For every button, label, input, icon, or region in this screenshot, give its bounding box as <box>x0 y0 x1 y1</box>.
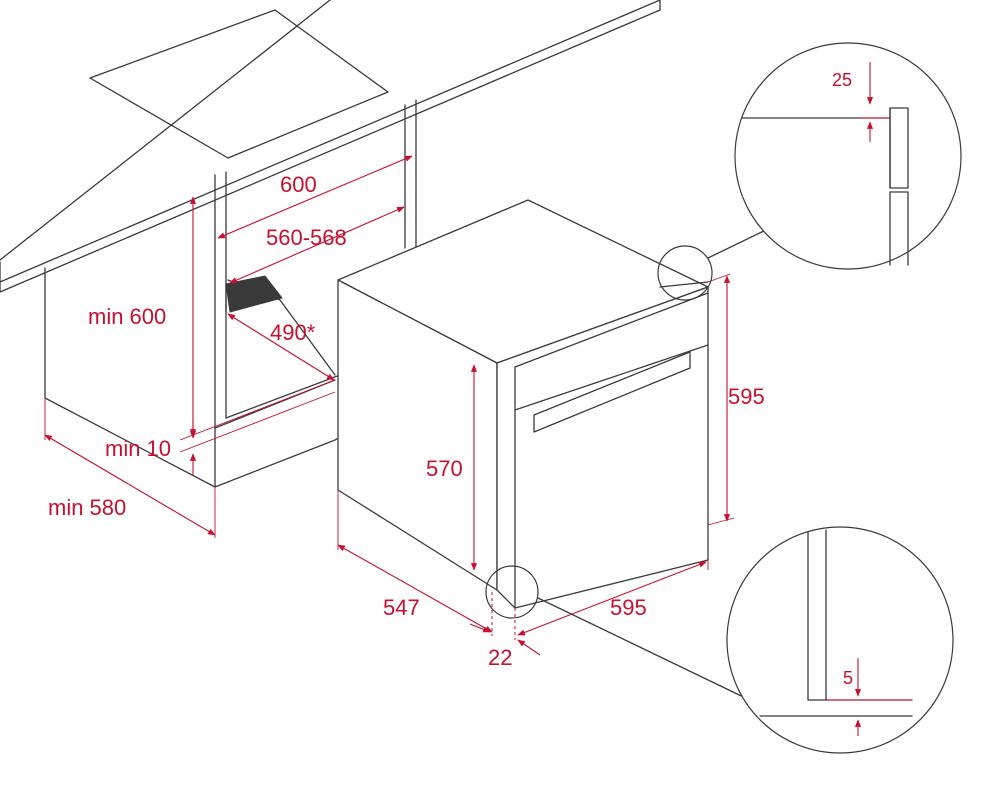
label-min-600: min 600 <box>88 304 166 329</box>
top-detail: 25 <box>734 42 962 270</box>
oven <box>337 199 709 609</box>
countertop <box>0 0 661 293</box>
dim-oven-height: 595 <box>707 273 765 526</box>
dim-niche-depth: 490* <box>227 313 335 381</box>
dim-niche-height: min 600 <box>88 196 197 437</box>
label-595-width: 595 <box>610 595 647 620</box>
dim-oven-niche-height: 570 <box>426 364 478 571</box>
label-25: 25 <box>832 70 852 90</box>
dim-oven-depth: 547 <box>337 490 493 633</box>
dim-cabinet-depth: min 580 <box>44 398 216 538</box>
dim-oven-width: 595 <box>517 560 709 636</box>
dim-niche-width: 560-568 <box>229 206 405 284</box>
label-570: 570 <box>426 456 463 481</box>
label-min-580: min 580 <box>48 495 126 520</box>
cooktop <box>89 9 389 159</box>
bottom-detail: 5 <box>726 526 954 754</box>
label-547: 547 <box>383 595 420 620</box>
label-22: 22 <box>488 645 512 670</box>
label-490: 490* <box>270 320 316 345</box>
label-595-height: 595 <box>728 384 765 409</box>
top-detail-marker <box>657 245 713 301</box>
label-5: 5 <box>843 668 853 688</box>
label-min-10: min 10 <box>105 436 171 461</box>
label-600: 600 <box>280 172 317 197</box>
label-560-568: 560-568 <box>266 225 347 250</box>
dim-front-thickness: 22 <box>469 592 541 670</box>
bottom-detail-marker <box>485 565 539 619</box>
